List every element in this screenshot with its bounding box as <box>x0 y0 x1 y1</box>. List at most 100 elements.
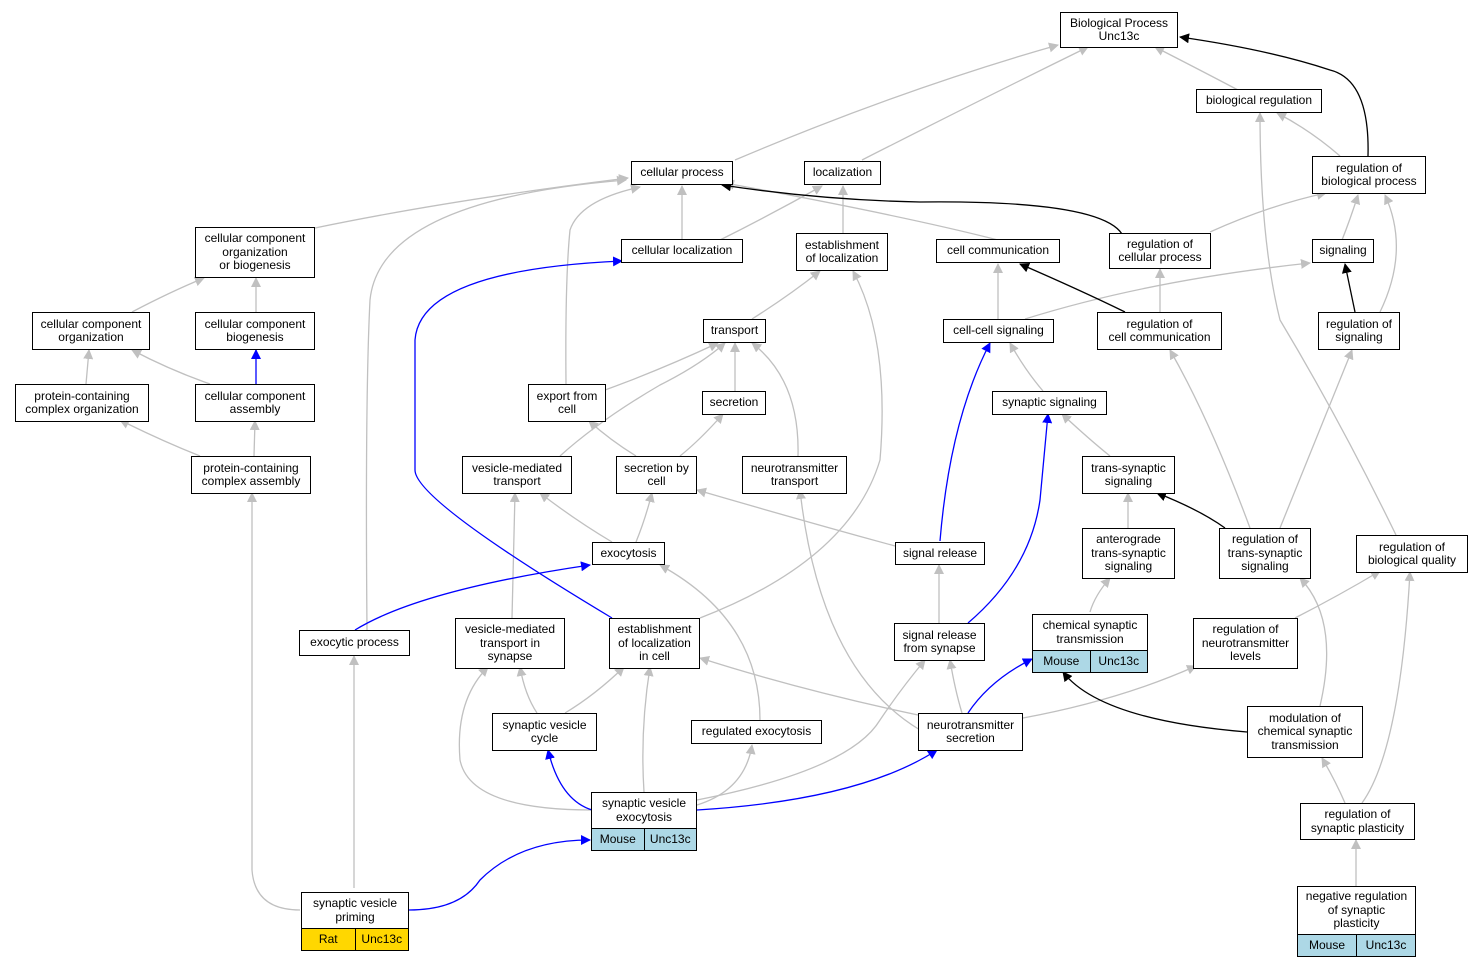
term-chemical-synaptic-transmission[interactable]: chemical synaptic transmission Mouse Unc… <box>1032 614 1148 673</box>
term-vesicle-mediated-transport-in-synapse[interactable]: vesicle-mediated transport in synapse <box>455 618 565 669</box>
term-cellular-component-biogenesis[interactable]: cellular component biogenesis <box>195 312 315 350</box>
term-signal-release[interactable]: signal release <box>895 542 985 565</box>
term-export-from-cell[interactable]: export from cell <box>528 384 606 422</box>
edge <box>719 185 823 241</box>
edge <box>83 349 94 385</box>
term-signaling[interactable]: signaling <box>1312 239 1374 263</box>
term-secretion-by-cell[interactable]: secretion by cell <box>616 456 697 494</box>
species-cell: Mouse <box>592 829 644 850</box>
edge <box>1156 491 1226 529</box>
term-cellular-process[interactable]: cellular process <box>631 161 733 185</box>
edge <box>696 744 756 806</box>
edge <box>635 492 655 543</box>
edge <box>588 420 637 457</box>
term-exocytosis[interactable]: exocytosis <box>592 542 665 565</box>
edge <box>699 655 919 716</box>
edge <box>249 420 260 457</box>
edge <box>509 492 520 619</box>
term-regulation-of-cell-communication[interactable]: regulation of cell communication <box>1097 312 1222 350</box>
edge <box>131 349 211 385</box>
edge <box>565 184 641 385</box>
edge <box>1154 46 1239 91</box>
term-protein-containing-complex-assembly[interactable]: protein-containing complex assembly <box>191 456 311 494</box>
term-label: synaptic vesicle exocytosis <box>601 796 687 824</box>
edge <box>751 342 799 457</box>
edge <box>696 749 938 811</box>
edge <box>967 658 1033 714</box>
edge <box>1169 349 1251 529</box>
edge <box>365 175 627 631</box>
edge <box>131 276 205 313</box>
gene-cell: Unc13c <box>1356 935 1415 956</box>
term-regulation-of-signaling[interactable]: regulation of signaling <box>1318 312 1400 350</box>
term-cellular-component-organization[interactable]: cellular component organization <box>32 312 150 350</box>
edge <box>751 270 821 320</box>
term-synaptic-vesicle-cycle[interactable]: synaptic vesicle cycle <box>492 713 597 751</box>
species-cell: Mouse <box>1298 935 1356 956</box>
edge <box>119 419 201 457</box>
term-protein-containing-complex-organization[interactable]: protein-containing complex organization <box>15 384 149 422</box>
edge <box>659 564 761 721</box>
edge <box>696 487 896 547</box>
edge <box>539 492 613 543</box>
species-cell: Mouse <box>1033 651 1090 672</box>
edge <box>1061 413 1111 457</box>
annotation-row: Mouse Unc13c <box>1033 650 1147 672</box>
term-regulation-of-trans-synaptic-signaling[interactable]: regulation of trans-synaptic signaling <box>1219 528 1311 579</box>
term-regulation-of-biological-process[interactable]: regulation of biological process <box>1312 156 1426 194</box>
term-regulation-of-synaptic-plasticity[interactable]: regulation of synaptic plasticity <box>1300 803 1415 840</box>
edge <box>458 666 593 811</box>
term-establishment-of-localization-in-cell[interactable]: establishment of localization in cell <box>609 618 700 669</box>
edge <box>1209 189 1327 233</box>
term-synaptic-signaling[interactable]: synaptic signaling <box>992 391 1107 415</box>
edge <box>1321 757 1346 804</box>
term-cell-communication[interactable]: cell communication <box>936 239 1060 263</box>
edge <box>559 342 726 457</box>
term-cellular-component-assembly[interactable]: cellular component assembly <box>195 384 315 422</box>
edge <box>1179 33 1369 157</box>
species-cell: Rat <box>302 929 355 950</box>
term-regulated-exocytosis[interactable]: regulated exocytosis <box>691 720 822 744</box>
term-negative-regulation-of-synaptic-plasticity[interactable]: negative regulation of synaptic plastici… <box>1297 886 1416 957</box>
term-neurotransmitter-secretion[interactable]: neurotransmitter secretion <box>918 713 1023 751</box>
edge <box>1379 194 1397 313</box>
term-localization[interactable]: localization <box>804 161 881 185</box>
term-establishment-of-localization[interactable]: establishment of localization <box>796 233 888 271</box>
term-biological-process[interactable]: Biological Process Unc13c <box>1060 12 1178 48</box>
edge <box>679 413 724 457</box>
edge <box>1341 263 1356 313</box>
edge <box>1089 577 1111 613</box>
edge <box>696 659 926 801</box>
edge <box>1024 258 1311 320</box>
term-cellular-localization[interactable]: cellular localization <box>621 239 743 263</box>
term-cellular-component-organization-or-biogenesis[interactable]: cellular component organization or bioge… <box>195 227 315 278</box>
edge <box>1062 671 1248 733</box>
term-trans-synaptic-signaling[interactable]: trans-synaptic signaling <box>1082 456 1175 494</box>
term-regulation-of-biological-quality[interactable]: regulation of biological quality <box>1356 535 1468 573</box>
term-transport[interactable]: transport <box>703 319 766 343</box>
annotation-row: Mouse Unc13c <box>1298 934 1415 956</box>
term-regulation-of-cellular-process[interactable]: regulation of cellular process <box>1109 233 1211 269</box>
term-modulation-of-chemical-synaptic-transmission[interactable]: modulation of chemical synaptic transmis… <box>1247 706 1363 758</box>
term-synaptic-vesicle-exocytosis[interactable]: synaptic vesicle exocytosis Mouse Unc13c <box>591 792 697 851</box>
term-anterograde-trans-synaptic-signaling[interactable]: anterograde trans-synaptic signaling <box>1082 528 1175 579</box>
edge <box>721 181 1123 235</box>
term-label: negative regulation of synaptic plastici… <box>1305 889 1408 931</box>
term-regulation-of-neurotransmitter-levels[interactable]: regulation of neurotransmitter levels <box>1193 618 1298 669</box>
term-exocytic-process[interactable]: exocytic process <box>299 630 410 656</box>
annotation-row: Rat Unc13c <box>302 928 408 950</box>
edge <box>734 42 1059 161</box>
edge <box>414 256 623 619</box>
term-signal-release-from-synapse[interactable]: signal release from synapse <box>894 623 985 661</box>
term-secretion[interactable]: secretion <box>702 391 766 415</box>
edge <box>516 666 538 714</box>
edge <box>314 174 629 229</box>
term-synaptic-vesicle-priming[interactable]: synaptic vesicle priming Rat Unc13c <box>301 892 409 951</box>
term-cell-cell-signaling[interactable]: cell-cell signaling <box>943 319 1054 343</box>
gene-cell: Unc13c <box>354 929 408 950</box>
term-vesicle-mediated-transport[interactable]: vesicle-mediated transport <box>462 456 572 494</box>
edge <box>699 270 883 619</box>
term-biological-regulation[interactable]: biological regulation <box>1196 89 1322 113</box>
term-neurotransmitter-transport[interactable]: neurotransmitter transport <box>742 456 847 494</box>
edge <box>1341 194 1361 241</box>
